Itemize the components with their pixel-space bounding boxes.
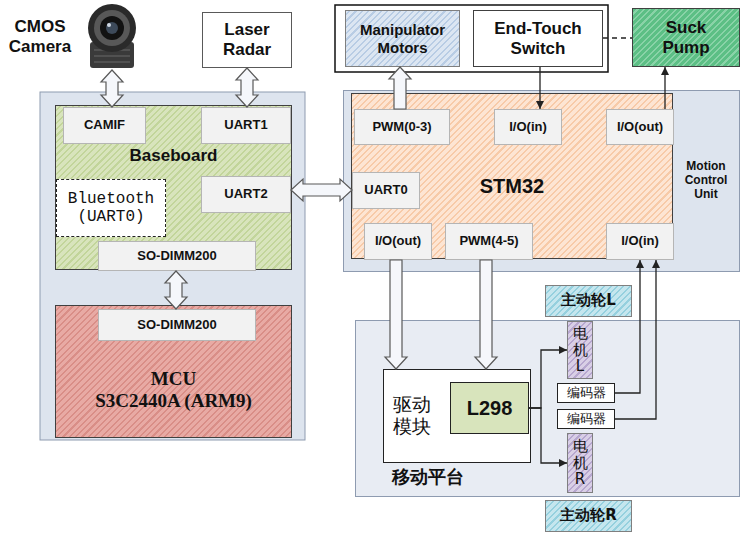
motor-box: 电机R	[567, 433, 593, 493]
actuator-frame	[335, 5, 608, 72]
node-label: PWM(0-3)	[372, 120, 431, 135]
camera-icon	[88, 4, 136, 68]
port-box: UART0	[352, 172, 420, 209]
node-label: 主动轮R	[560, 507, 617, 524]
bus-arrow	[101, 70, 123, 107]
node-label: 驱动模块	[392, 394, 432, 438]
bus-arrow	[475, 260, 497, 369]
bus-arrow	[291, 179, 352, 201]
node-label: 电机L	[573, 325, 588, 375]
encoder-box: 编码器	[557, 383, 615, 404]
port-box: UART1	[201, 107, 291, 144]
switch-box: End-Touch Switch	[473, 10, 603, 67]
bus-arrow	[385, 260, 407, 369]
wheel-box: 主动轮L	[545, 285, 632, 317]
port-box: PWM(4-5)	[445, 223, 533, 260]
node-label: CAMIF	[84, 118, 125, 133]
camera-node: CMOS Camera	[3, 4, 143, 70]
bus-arrow	[236, 68, 258, 107]
wheel-box: 主动轮R	[545, 500, 632, 532]
bus-arrow	[389, 67, 411, 109]
platform-panel: 移动平台驱动模块L298电机L编码器编码器电机R	[355, 320, 740, 497]
encoder-box: 编码器	[557, 409, 615, 430]
port-box: I/O(in)	[606, 223, 674, 260]
node-label: I/O(in)	[621, 234, 659, 249]
signal-line	[539, 67, 540, 109]
node-label: SO-DIMM200	[137, 249, 216, 264]
node-label: Manipulator Motors	[352, 21, 454, 56]
port-box: SO-DIMM200	[98, 309, 256, 341]
device-box: Laser Radar	[202, 12, 292, 68]
node-label: End-Touch Switch	[482, 19, 594, 58]
node-label: 编码器	[567, 412, 606, 427]
node-label: Motion Control Unit	[676, 160, 736, 201]
signal-line	[615, 260, 656, 419]
driver-box: 驱动模块 L298	[383, 369, 531, 463]
signal-line	[664, 67, 665, 109]
node-label: 主动轮L	[561, 292, 616, 309]
node-label: Laser Radar	[211, 20, 283, 59]
node-label: MCU	[151, 368, 196, 390]
node-label: PWM(4-5)	[459, 234, 518, 249]
host-panel	[40, 92, 305, 440]
signal-line	[615, 260, 640, 393]
node-label: Suck Pump	[650, 18, 722, 57]
node-label: UART1	[224, 118, 267, 133]
signal-line	[529, 350, 567, 408]
port-box: SO-DIMM200	[98, 241, 256, 271]
node-label: I/O(in)	[509, 120, 547, 135]
motor-box: 电机L	[567, 321, 593, 379]
signal-line	[603, 37, 632, 38]
node-label: Baseboard	[130, 146, 218, 166]
node-label: UART2	[224, 187, 267, 202]
node-label: S3C2440A (ARM9)	[95, 390, 252, 412]
node-label: I/O(out)	[617, 120, 663, 135]
port-box: I/O(out)	[364, 223, 432, 260]
node-label: L298	[467, 397, 513, 420]
node-label: 移动平台	[392, 467, 464, 488]
node-label: 编码器	[567, 386, 606, 401]
node-label: STM32	[480, 175, 544, 198]
node-label: 电机R	[573, 438, 588, 488]
unit-panel: Motion Control Unit STM32 PWM(0-3) I/O(in) I…	[343, 90, 740, 272]
motor-group-box: Manipulator Motors	[345, 10, 460, 67]
mcu-box: MCUS3C2440A (ARM9) SO-DIMM200	[55, 305, 292, 438]
chip-box: L298	[450, 382, 529, 434]
bus-arrow	[165, 271, 187, 309]
port-box: UART2	[201, 176, 291, 213]
board-box: Baseboard CAMIF UART1UART2 Bluetooth (UART0…	[55, 105, 292, 270]
pump-box: Suck Pump	[632, 8, 740, 67]
node-label: UART0	[364, 183, 407, 198]
port-box: I/O(in)	[494, 109, 562, 145]
node-label: CMOS Camera	[3, 17, 77, 56]
signal-line	[529, 408, 567, 463]
chip-box: STM32PWM(0-3)I/O(in)I/O(out)UART0I/O(out…	[351, 93, 673, 259]
node-label: I/O(out)	[375, 234, 421, 249]
node-label: SO-DIMM200	[137, 318, 216, 333]
port-box: I/O(out)	[606, 109, 674, 145]
module-box: Bluetooth (UART0)	[56, 179, 166, 237]
port-box: PWM(0-3)	[354, 109, 450, 145]
node-label: Bluetooth (UART0)	[63, 190, 159, 227]
port-box: CAMIF	[63, 107, 146, 144]
